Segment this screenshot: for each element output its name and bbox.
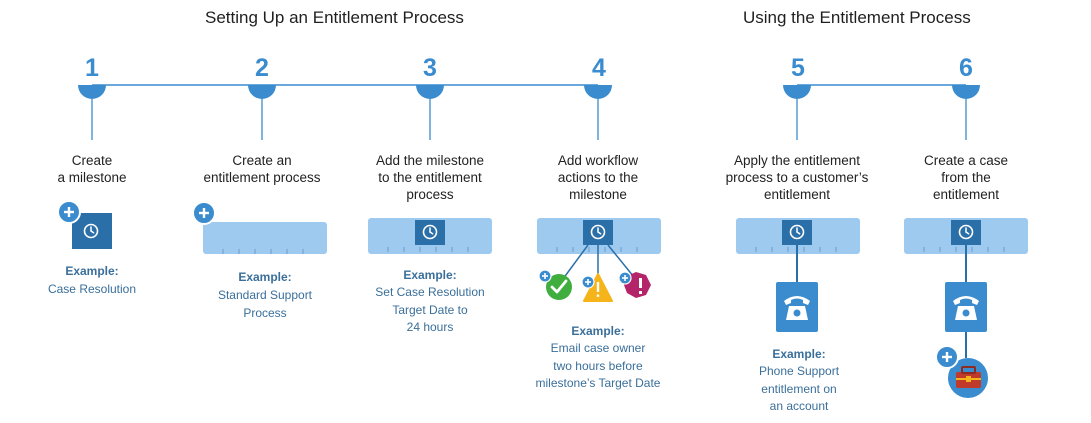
step-3-number: 3	[423, 54, 437, 82]
step-5-example-text: Phone Support entitlement on an account	[758, 364, 840, 413]
step-5-example-label: Example:	[772, 347, 826, 361]
step-5-phone-icon	[776, 282, 818, 332]
step-2-example-text: Standard Support Process	[217, 288, 313, 320]
step-5-clock-icon	[782, 220, 812, 245]
step-3-clock-icon	[415, 220, 445, 245]
alert-plus-icon	[618, 271, 632, 285]
step-1-title: Create a milestone	[57, 153, 127, 185]
step-3-title: Add the milestone to the entitlement pro…	[375, 153, 485, 202]
section-title-setup: Setting Up an Entitlement Process	[205, 8, 464, 27]
toolbox-plus-icon	[934, 344, 960, 370]
step-2-title: Create an entitlement process	[203, 153, 321, 185]
step-6-phone-icon	[945, 282, 987, 332]
step-6-number: 6	[959, 54, 973, 82]
step-6-title: Create a case from the entitlement	[923, 153, 1009, 202]
step-6-marker	[952, 85, 980, 140]
checkmark-plus-icon	[538, 269, 552, 283]
step-4-clock-icon	[583, 220, 613, 245]
step-2-process-bar	[203, 222, 327, 255]
step-1-example-text: Case Resolution	[47, 282, 137, 296]
step-4-title: Add workflow actions to the milestone	[557, 153, 639, 202]
step-1-plus-icon	[56, 199, 82, 225]
step-1-example-label: Example:	[65, 264, 119, 278]
step-2-example-label: Example:	[238, 270, 292, 284]
step-5-number: 5	[791, 54, 805, 82]
step-2-marker	[248, 85, 276, 140]
step-4-marker	[584, 85, 612, 140]
step-4-example-text: Email case owner two hours before milest…	[535, 341, 661, 390]
step-1-marker	[78, 85, 106, 140]
step-1-number: 1	[85, 54, 99, 82]
step-3-example-label: Example:	[403, 268, 457, 282]
step-4-number: 4	[592, 54, 606, 82]
toolbox-icon	[948, 358, 988, 398]
warning-plus-icon	[581, 275, 595, 289]
step-5-title: Apply the entitlement process to a custo…	[725, 153, 869, 202]
checkmark-icon	[546, 274, 572, 300]
step-5-marker	[783, 85, 811, 140]
step-6-clock-icon	[951, 220, 981, 245]
step-4-example-label: Example:	[571, 324, 625, 338]
step-2-plus-icon	[191, 200, 217, 226]
step-3-example-text: Set Case Resolution Target Date to 24 ho…	[375, 285, 485, 334]
section-title-using: Using the Entitlement Process	[743, 8, 971, 27]
step-3-marker	[416, 85, 444, 140]
step-2-number: 2	[255, 54, 269, 82]
